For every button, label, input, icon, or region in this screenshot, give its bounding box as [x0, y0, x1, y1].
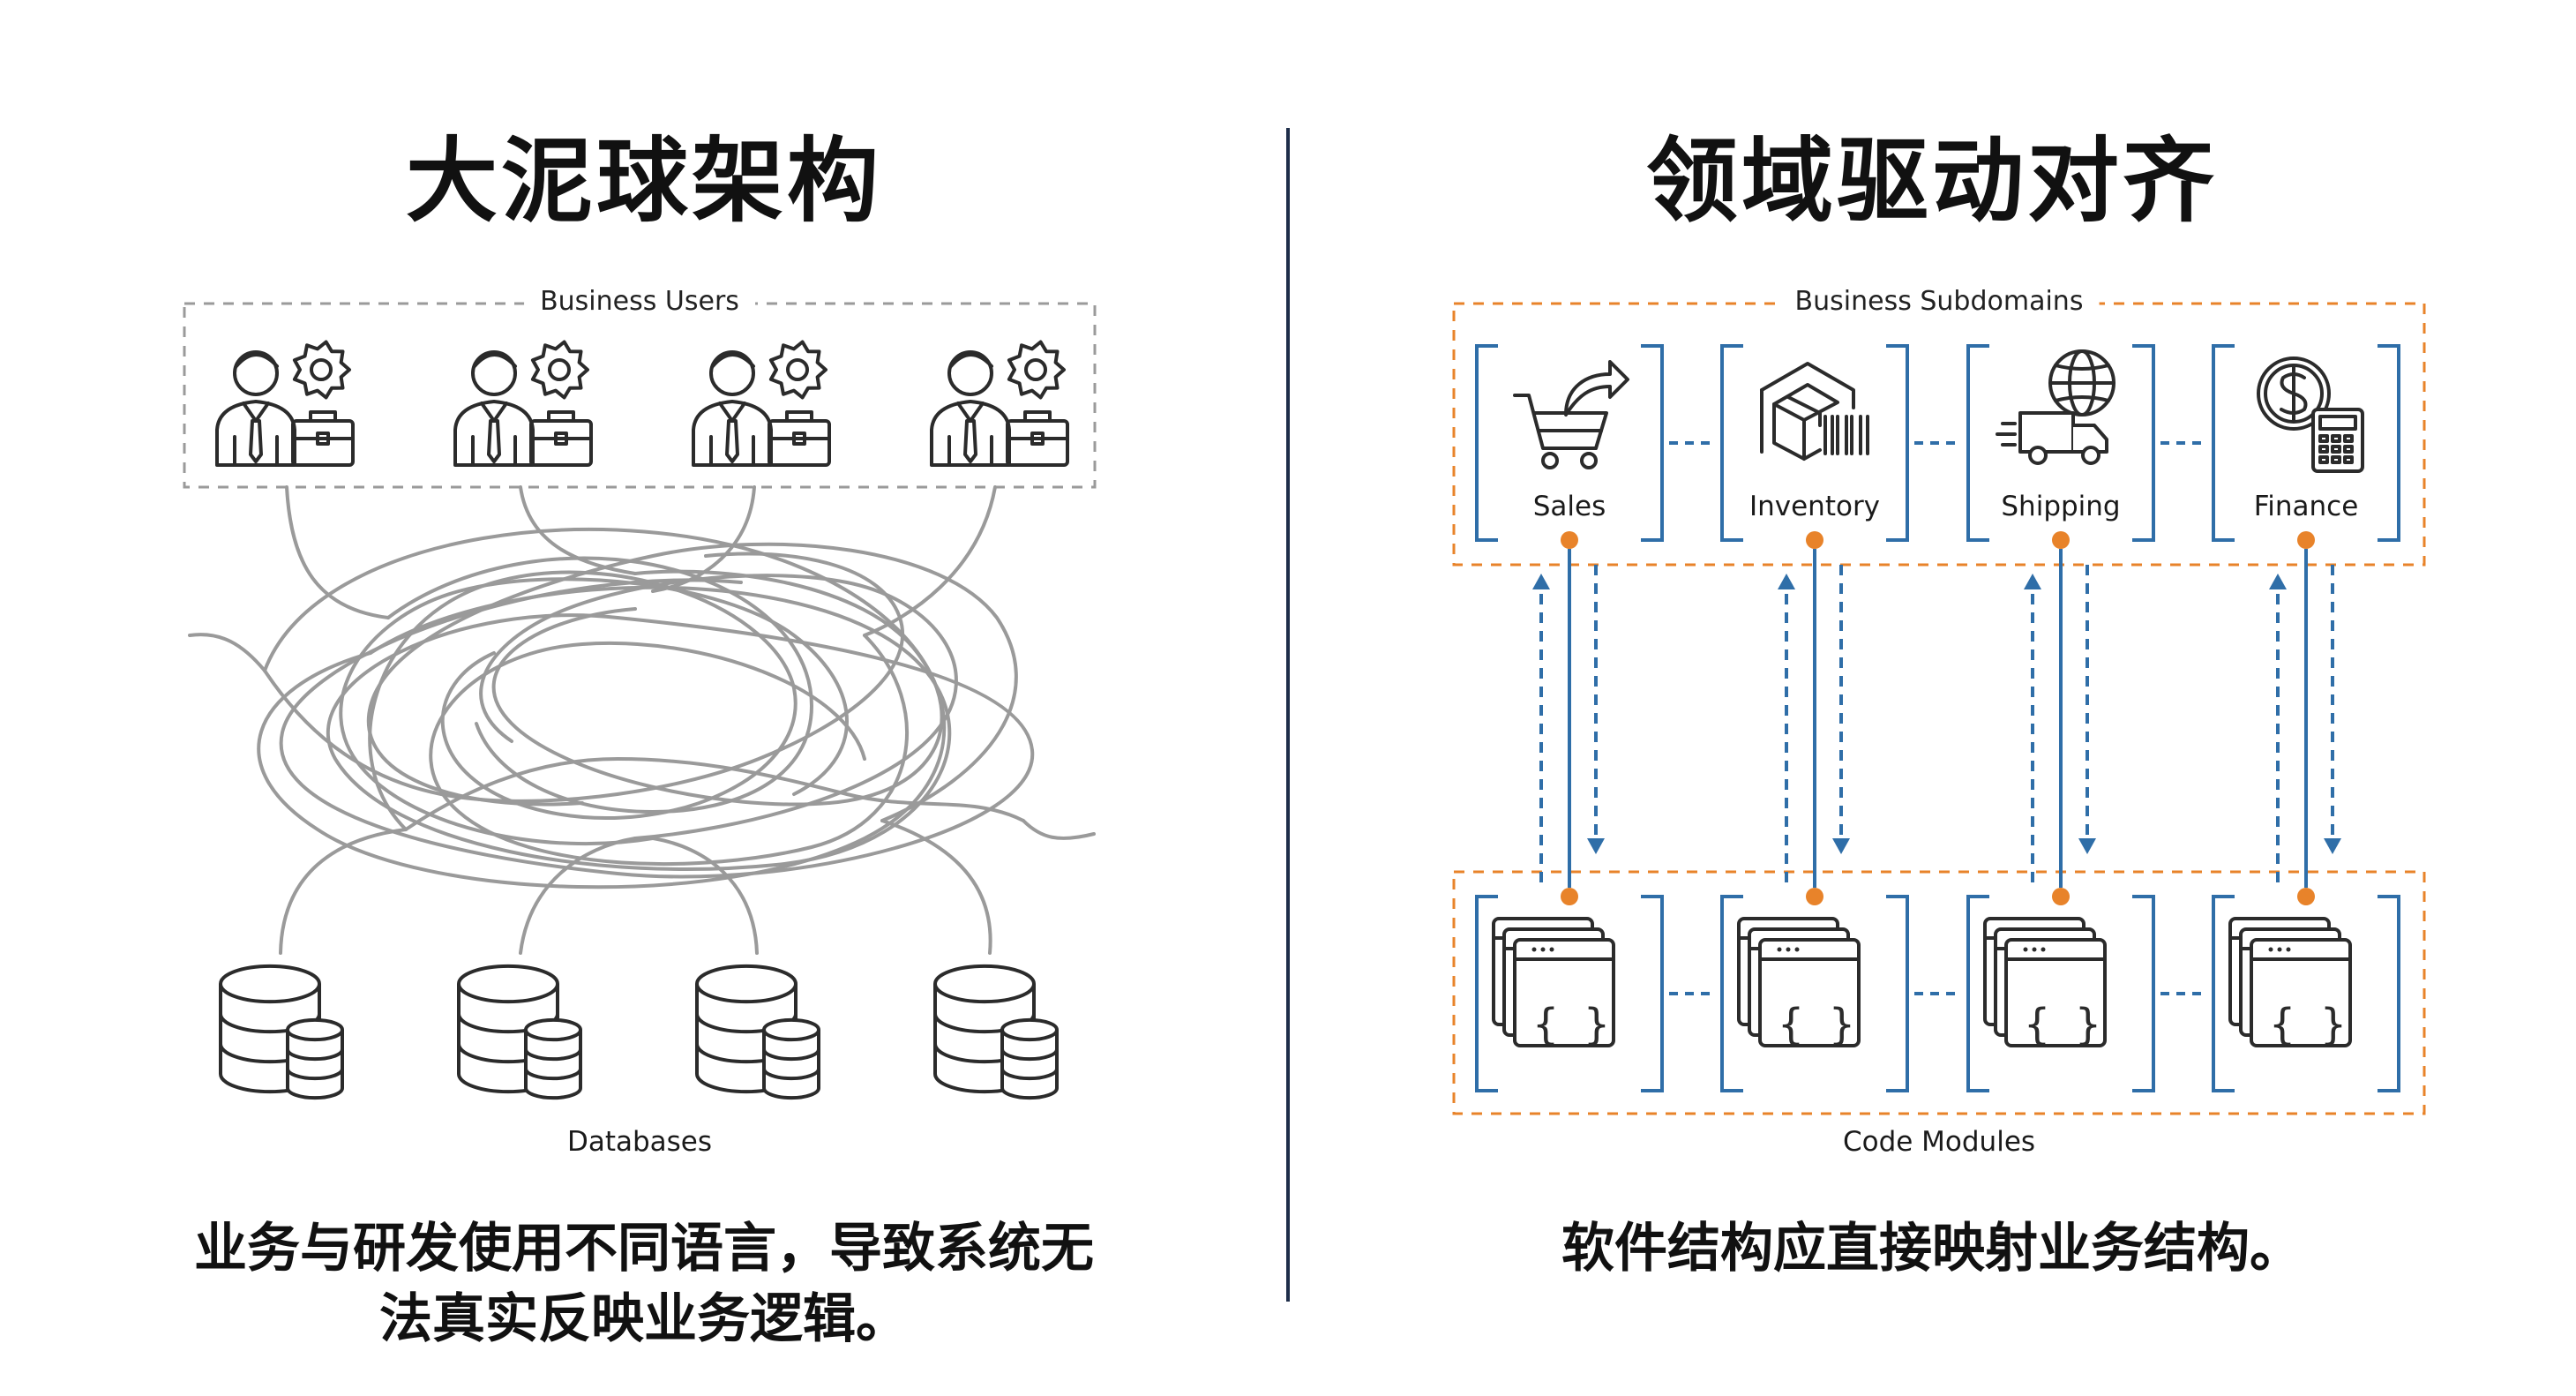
code-modules-label: Code Modules	[1842, 1126, 2036, 1158]
left-caption-line-1: 业务与研发使用不同语言，导致系统无	[194, 1218, 1094, 1280]
arrowhead-up	[2269, 574, 2287, 589]
arrowhead-up	[1532, 574, 1550, 589]
database-stack-icon	[695, 964, 820, 1100]
tangled-connection-line	[519, 485, 637, 575]
businessman-gear-briefcase-icon	[215, 340, 355, 467]
tangled-connection-line	[863, 485, 997, 637]
arrowhead-down	[2324, 838, 2341, 854]
panel-title: 大泥球架构	[405, 127, 882, 235]
ddd-column-finance: { }	[2212, 344, 2400, 1092]
tangled-connection-line	[279, 828, 408, 955]
left-caption-line-2: 法真实反映业务逻辑。	[379, 1288, 909, 1350]
databases-label: Databases	[566, 1126, 713, 1158]
tangled-connection-line	[285, 485, 390, 619]
database-stack-icon	[219, 964, 344, 1100]
right-caption: 软件结构应直接映射业务结构。	[1561, 1218, 2303, 1280]
tangled-connection-line	[339, 577, 849, 846]
svg-text:{ }: { }	[1533, 1000, 1610, 1049]
panel-title: 领域驱动对齐	[1645, 127, 2218, 235]
tangled-connection-line	[368, 570, 798, 831]
tangled-connection-line	[651, 837, 759, 955]
business-subdomains-label: Business Subdomains	[1778, 286, 2100, 317]
tangled-connection-line	[1022, 819, 1096, 840]
arrowhead-up	[1778, 574, 1795, 589]
connector-dot	[1806, 531, 1823, 549]
shopping-cart-icon	[1513, 360, 1629, 469]
tangled-connection-line	[257, 528, 947, 889]
mud-diagram	[183, 302, 1097, 1100]
subdomain-label-inventory: Inventory	[1749, 491, 1881, 522]
tangled-connection-line	[404, 756, 1025, 831]
ddd-column-inventory: { }	[1720, 344, 1909, 1092]
code-window-stack-icon: { }	[2228, 917, 2352, 1049]
arrowhead-down	[2078, 838, 2096, 854]
subdomain-label-finance: Finance	[2253, 491, 2359, 522]
svg-text:{ }: { }	[1778, 1000, 1855, 1049]
subdomain-label-sales: Sales	[1532, 491, 1606, 522]
businessman-gear-briefcase-icon	[930, 340, 1069, 467]
business-users-label: Business Users	[524, 286, 755, 317]
connector-dot	[2297, 888, 2315, 905]
arrowhead-up	[2024, 574, 2041, 589]
arrowhead-down	[1832, 838, 1850, 854]
connector-dot	[2052, 531, 2070, 549]
code-window-stack-icon: { }	[1737, 917, 1861, 1049]
connector-dot	[1806, 888, 1823, 905]
databases-group	[219, 964, 1059, 1100]
tangled-connection-line	[429, 634, 909, 867]
code-window-stack-icon: { }	[1492, 917, 1615, 1049]
code-modules-box	[1452, 870, 2426, 1115]
businessman-gear-briefcase-icon	[453, 340, 593, 467]
tangled-connection-line	[880, 819, 992, 955]
connector-dot	[1561, 531, 1578, 549]
ddd-column-shipping: { }	[1966, 344, 2155, 1092]
database-stack-icon	[457, 964, 582, 1100]
tangled-connections	[188, 485, 1096, 955]
connector-dot	[2052, 888, 2070, 905]
ddd-column-sales: { }	[1475, 344, 1664, 1092]
business-users-group	[215, 340, 1069, 467]
tangled-connection-line	[386, 556, 814, 814]
package-barcode-icon	[1760, 362, 1869, 461]
tangled-connection-line	[263, 552, 905, 803]
panel-domain-driven-alignment: 领域驱动对齐 { }{ }{ }{ } Business Subdomains …	[1288, 0, 2576, 1396]
database-stack-icon	[933, 964, 1059, 1100]
code-window-stack-icon: { }	[1983, 917, 2107, 1049]
ddd-columns: { } { } { } { }	[1475, 344, 2400, 1092]
arrowhead-down	[1587, 838, 1605, 854]
tangled-connection-line	[188, 633, 266, 672]
tangled-connection-line	[279, 578, 1035, 879]
dollar-calculator-icon	[2257, 357, 2364, 473]
subdomain-label-shipping: Shipping	[2001, 491, 2121, 522]
connector-dot	[2297, 531, 2315, 549]
ddd-diagram: { } { } { } { }	[1452, 302, 2426, 1115]
tangled-connection-line	[491, 569, 944, 807]
svg-text:{ }: { }	[2025, 1000, 2101, 1049]
svg-text:{ }: { }	[2270, 1000, 2347, 1049]
connector-dot	[1561, 888, 1578, 905]
panel-big-ball-of-mud: 大泥球架构 Business Users Databases 业务与研发使用不同…	[183, 127, 1097, 1350]
tangled-connection-line	[366, 542, 1018, 822]
panel-divider	[1286, 128, 1290, 1302]
delivery-truck-globe-icon	[1996, 349, 2115, 465]
businessman-gear-briefcase-icon	[692, 340, 831, 467]
